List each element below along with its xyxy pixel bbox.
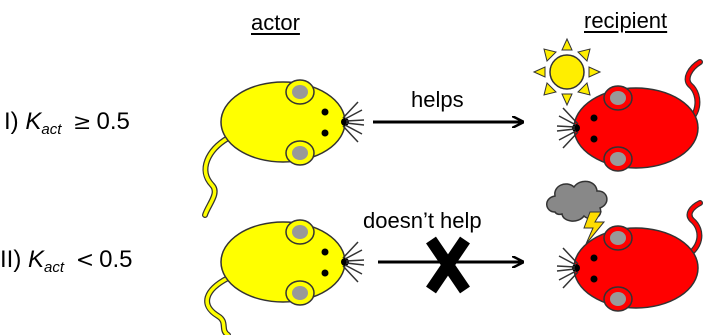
actor-mouse-2 <box>207 220 364 335</box>
condition-label-2: II) Kact <0.5 <box>0 246 133 274</box>
threshold-value: 0.5 <box>99 246 132 273</box>
k-subscript: act <box>44 259 64 276</box>
sun-icon <box>534 39 600 105</box>
relation-symbol: < <box>76 248 94 273</box>
condition-label-1: I) Kact ≥0.5 <box>4 108 130 136</box>
k-subscript: act <box>41 121 61 138</box>
actor-column-header: actor <box>251 10 300 36</box>
relation-symbol: ≥ <box>73 110 91 135</box>
condition-number: I) <box>4 108 19 135</box>
block-x-icon <box>431 240 465 290</box>
threshold-value: 0.5 <box>96 108 129 135</box>
storm-cloud-icon <box>547 181 607 244</box>
actor-mouse-1 <box>205 80 364 215</box>
recipient-column-header: recipient <box>584 8 667 34</box>
helps-label: helps <box>411 87 464 113</box>
k-symbol: K <box>25 108 41 135</box>
condition-number: II) <box>0 246 21 273</box>
k-symbol: K <box>28 246 44 273</box>
doesnt-help-label: doesn’t help <box>363 208 482 234</box>
